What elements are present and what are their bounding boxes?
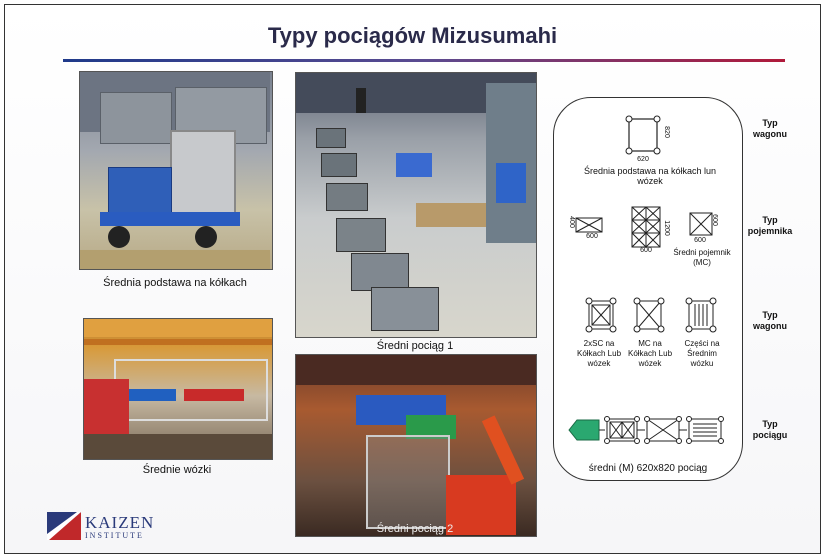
base-on-wheels-icon xyxy=(625,115,661,155)
label-wagon-type-2: Typ wagonu xyxy=(753,310,787,331)
caption-photo4: Średni pociąg 2 xyxy=(376,523,454,535)
stacked-container-icon xyxy=(631,206,661,248)
kaizen-logo-icon xyxy=(47,512,81,540)
caption-photo3: Średnie wózki xyxy=(142,464,212,476)
logo-sub: INSTITUTE xyxy=(85,531,144,540)
small-container-w: 600 xyxy=(586,233,598,240)
wagon-parts-icon xyxy=(685,297,717,333)
wagon-parts-label: Części na Średnim wózku xyxy=(684,339,720,368)
stacked-container-w: 600 xyxy=(640,247,652,254)
label-wagon-type: Typ wagonu xyxy=(753,118,787,139)
base-dim-w: 620 xyxy=(637,156,649,163)
train-label: średni (M) 620x820 pociąg xyxy=(588,463,708,474)
mc-container-h: 600 xyxy=(711,214,718,226)
wagon-2xsc-label: 2xSC na Kółkach Lub wózek xyxy=(576,339,622,368)
title-divider xyxy=(63,59,785,62)
train-icon xyxy=(568,416,724,444)
photo-train-2 xyxy=(295,354,537,537)
label-container-type: Typ pojemnika xyxy=(747,215,793,236)
wagon-mc-icon xyxy=(633,297,665,333)
logo-name: KAIZEN xyxy=(85,513,155,532)
caption-photo2: Średni pociąg 1 xyxy=(376,340,454,352)
mc-container-w: 600 xyxy=(694,237,706,244)
base-label: Średnia podstawa na kółkach lun wózek xyxy=(583,166,717,186)
photo-wheeled-base xyxy=(79,71,273,270)
small-container-h: 400 xyxy=(568,216,575,228)
wagon-mc-label: MC na Kółkach Lub wózek xyxy=(627,339,673,368)
caption-photo1: Średnia podstawa na kółkach xyxy=(103,277,247,289)
photo-train-1 xyxy=(295,72,537,338)
mc-container-icon xyxy=(689,212,713,236)
slide-title: Typy pociągów Mizusumahi xyxy=(267,23,558,48)
mc-container-label: Średni pojemnik (MC) xyxy=(673,248,731,267)
small-container-icon xyxy=(575,217,603,233)
kaizen-institute-logo: KAIZEN INSTITUTE xyxy=(47,510,187,542)
slide: Typy pociągów Mizusumahi Średnia podstaw… xyxy=(4,4,821,554)
label-train-type: Typ pociągu xyxy=(752,419,788,440)
photo-medium-carts xyxy=(83,318,273,460)
wagon-2xsc-icon xyxy=(585,297,617,333)
base-dim-h: 820 xyxy=(662,126,670,138)
stacked-container-h: 1200 xyxy=(663,220,670,236)
